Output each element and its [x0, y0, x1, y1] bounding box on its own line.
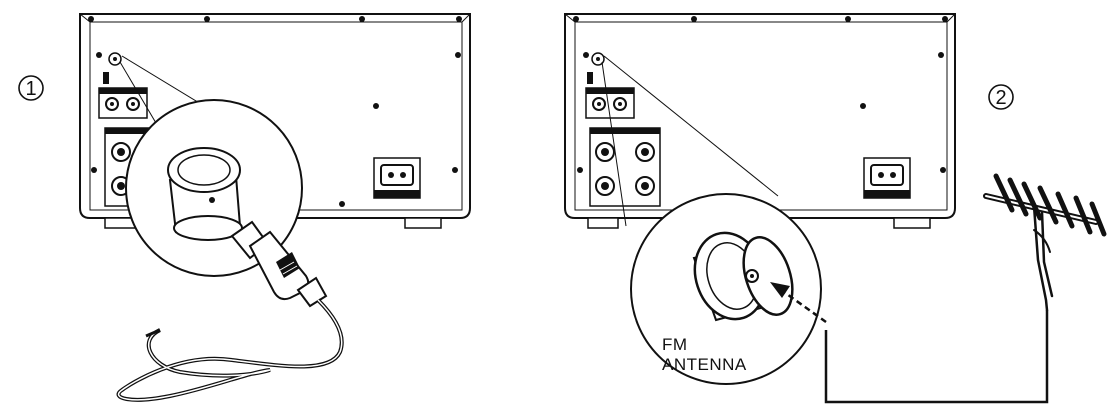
- fm-label: FM: [662, 335, 688, 354]
- outdoor-antenna-cable: [824, 310, 1049, 404]
- fm-wire-antenna-cable: [116, 298, 344, 402]
- outdoor-antenna-icon: [983, 173, 1107, 312]
- antenna-label: ANTENNA: [662, 355, 747, 374]
- magnifier-circle-2: FM ANTENNA: [630, 193, 827, 385]
- unit-rear-panel-2: [564, 13, 956, 229]
- step-1-number: 1: [25, 78, 36, 100]
- step-1-illustration: 1: [18, 13, 471, 402]
- insert-arrow: [770, 282, 827, 324]
- step-1-badge: 1: [18, 75, 44, 101]
- step-2-number: 2: [995, 87, 1006, 109]
- step-2-illustration: 2: [564, 13, 1107, 404]
- step-2-badge: 2: [988, 84, 1014, 110]
